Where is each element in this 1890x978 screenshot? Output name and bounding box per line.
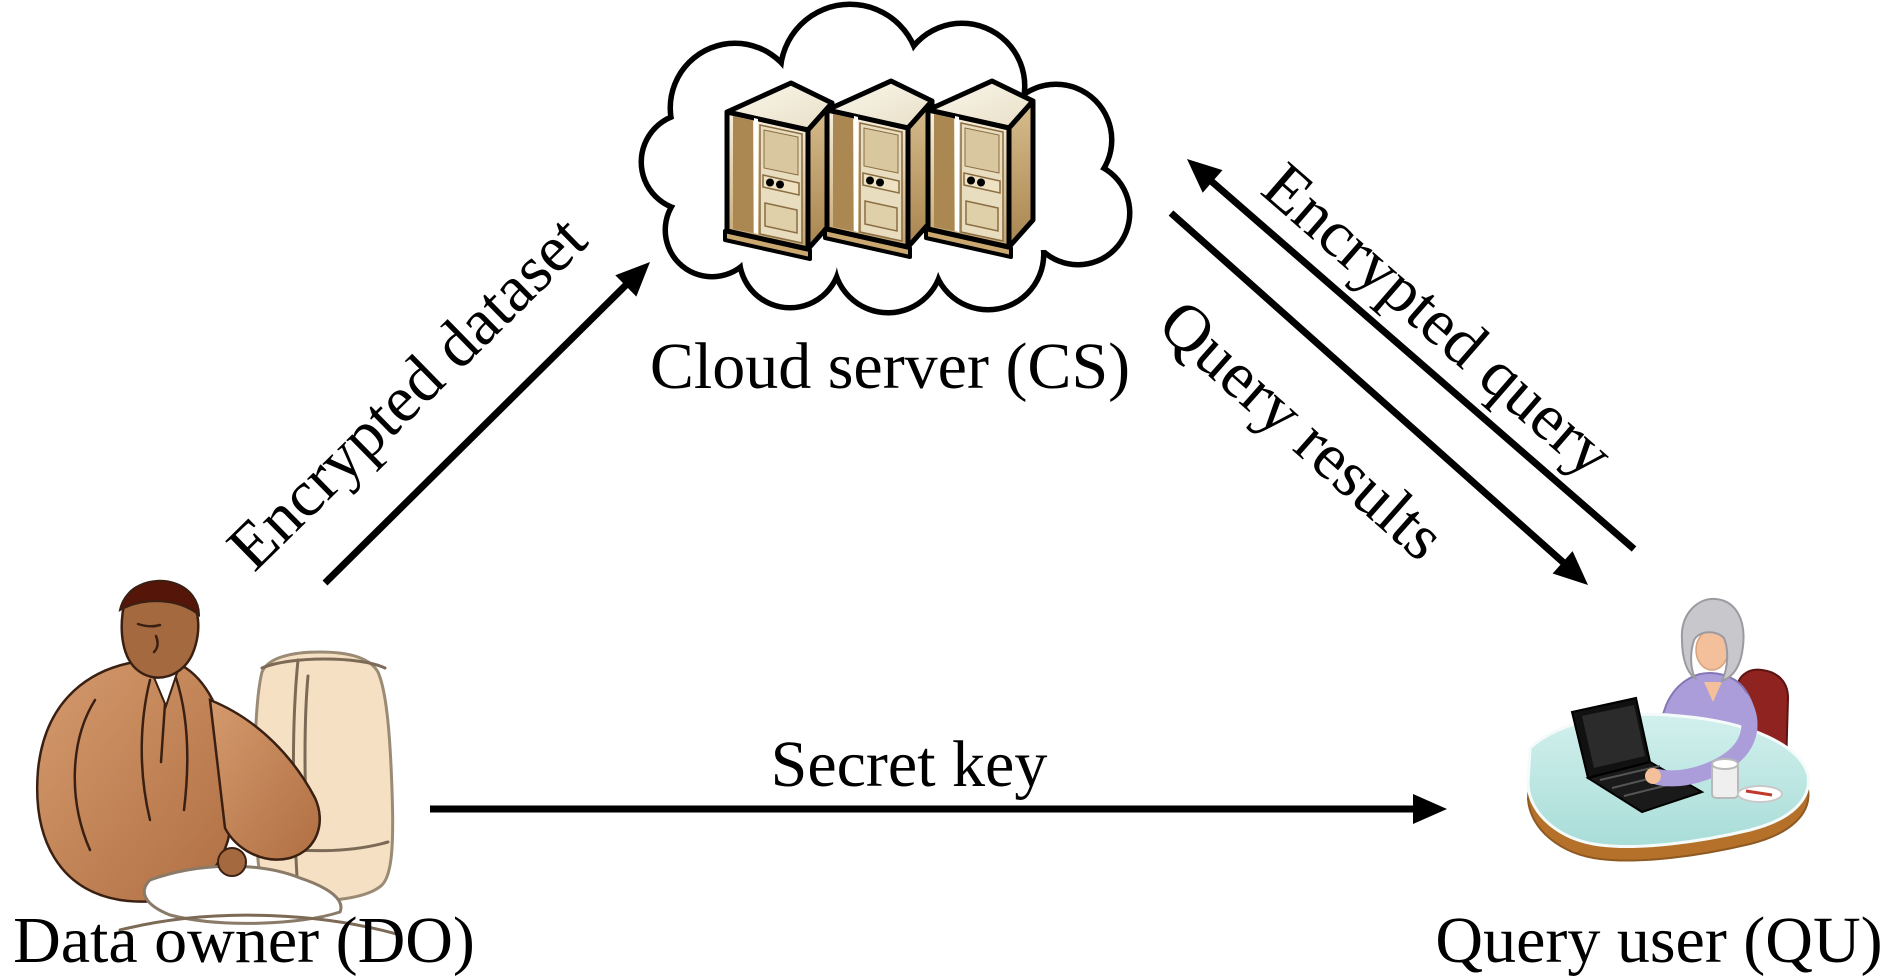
secret-key-label: Secret key [771, 728, 1048, 801]
data-owner-icon [35, 579, 402, 937]
data-owner-node: Data owner (DO) [13, 579, 475, 977]
server-rack-icon [725, 81, 1033, 259]
query-user-node: Query user (QU) [1435, 597, 1883, 977]
edge-secret-key: Secret key [430, 728, 1447, 824]
cloud-server-node: Cloud server (CS) [638, 1, 1133, 403]
encrypted-dataset-label: Encrypted dataset [213, 202, 600, 584]
cloud-server-label: Cloud server (CS) [650, 330, 1130, 403]
query-user-icon [1526, 597, 1810, 862]
query-user-label: Query user (QU) [1435, 904, 1882, 977]
edge-encrypted-dataset: Encrypted dataset [213, 202, 650, 586]
data-owner-label: Data owner (DO) [13, 904, 475, 977]
